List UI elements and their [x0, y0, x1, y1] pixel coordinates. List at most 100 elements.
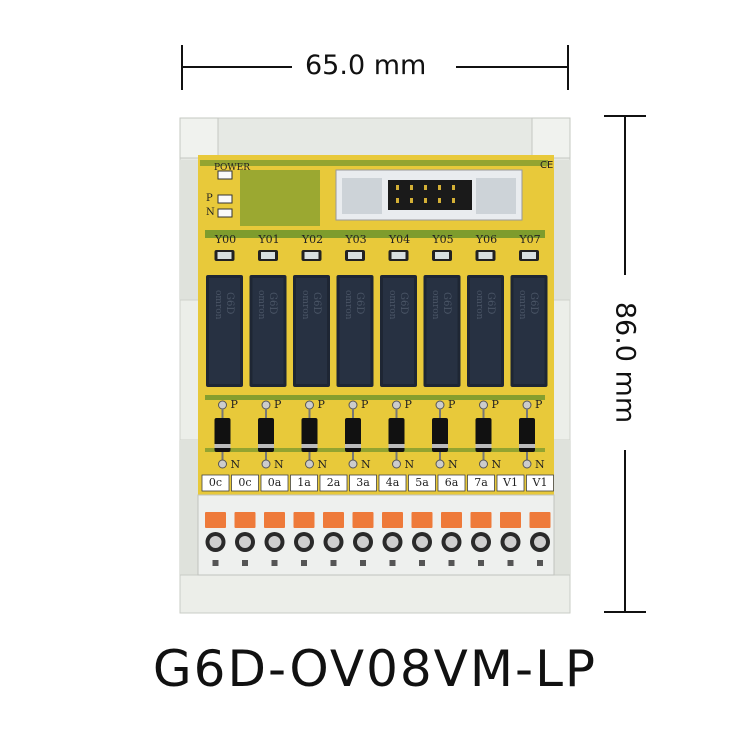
diode-n-label: N: [404, 458, 415, 471]
diode-body: [345, 418, 361, 452]
terminal-block: [197, 494, 555, 576]
diode-body: [519, 418, 535, 452]
relay-brand-label: omron: [517, 290, 527, 320]
terminal-label: 0a: [267, 476, 282, 489]
relay-brand-label: omron: [212, 290, 223, 320]
terminal-hole-inner: [386, 536, 399, 548]
terminal-label-cell: [349, 474, 377, 492]
diode-body: [388, 418, 405, 452]
terminal-lever: [500, 512, 521, 528]
relay-brand-label: omron: [343, 290, 353, 320]
relay-face: [252, 278, 284, 384]
terminal-pin: [537, 560, 543, 566]
diode-p-label: P: [404, 398, 412, 411]
diode-pad-p: [435, 400, 445, 410]
diode-p-label: P: [230, 398, 238, 411]
diode-p-label: P: [491, 398, 499, 411]
terminal-label: 4a: [385, 476, 400, 489]
diode-pad-p: [261, 400, 271, 410]
height-dimension-top-line: [624, 115, 626, 275]
terminal-hole-inner: [327, 536, 340, 548]
relay-brand-label: omron: [473, 290, 484, 320]
diode-band: [301, 444, 318, 448]
diode-body: [301, 418, 318, 452]
ribbon-connector: [335, 169, 523, 221]
diode-band: [519, 444, 535, 448]
diode-n-label: N: [448, 458, 458, 471]
terminal-label-cell: [201, 474, 230, 492]
terminal-label: 0c: [238, 476, 252, 489]
diode-body: [214, 418, 231, 452]
terminal-pin: [301, 560, 307, 566]
channel-led-lens: [478, 252, 493, 259]
relay-model-label: G6D: [354, 292, 365, 315]
terminal-label: 2a: [326, 476, 341, 489]
channel-label: Y03: [345, 233, 367, 246]
relay-face: [383, 278, 414, 384]
n-led: [217, 208, 233, 218]
channel-led-lens: [261, 252, 275, 259]
p-led-label: P: [206, 193, 213, 204]
terminal-label-cell: [526, 474, 554, 492]
diode-n-label: N: [535, 458, 545, 471]
terminal-lever: [441, 512, 462, 528]
relay-model-label: G6D: [267, 292, 278, 315]
channel-led-lens: [391, 252, 406, 259]
relay-face: [426, 278, 458, 384]
channel-label: Y02: [301, 233, 324, 246]
diode-band: [388, 444, 405, 448]
diode-pad-n: [348, 459, 358, 469]
terminal-hole-inner: [504, 536, 517, 548]
relay-brand-label: omron: [299, 290, 310, 320]
terminal-label-cell: [496, 474, 525, 492]
relay-model-label: G6D: [484, 292, 496, 315]
channel-label: Y07: [519, 233, 541, 246]
channel-label: Y06: [475, 233, 498, 246]
terminal-label-cell: [260, 474, 289, 492]
terminal-hole-inner: [445, 536, 458, 548]
relay-face: [296, 278, 327, 384]
diode-n-label: N: [491, 458, 502, 471]
terminal-lever: [293, 512, 315, 528]
channel-led-lens: [435, 252, 449, 259]
terminal-hole-inner: [475, 536, 487, 548]
diode-p-label: P: [361, 398, 369, 411]
terminal-lever: [352, 512, 374, 528]
diode-pad-n: [522, 459, 532, 469]
relay-model-label: G6D: [397, 292, 409, 315]
relay-brand-label: omron: [386, 290, 397, 320]
terminal-label: 3a: [356, 476, 370, 489]
diode-pad-n: [261, 459, 271, 469]
terminal-pin: [389, 560, 396, 566]
diode-n-label: N: [274, 458, 284, 471]
terminal-label: V1: [503, 476, 518, 489]
diode-pad-p: [522, 400, 532, 410]
diode-n-label: N: [361, 458, 371, 471]
relay-model-label: G6D: [310, 292, 322, 315]
terminal-label-cell: [437, 474, 466, 492]
terminal-pin: [478, 560, 484, 566]
terminal-hole-inner: [209, 536, 222, 548]
terminal-label-cell: [231, 474, 259, 492]
diode-p-label: P: [274, 398, 282, 411]
terminal-hole-inner: [534, 536, 546, 548]
terminal-pin: [212, 560, 219, 566]
product-model-title: G6D-OV08VM-LP: [152, 640, 598, 698]
diode-pad-p: [479, 400, 488, 410]
power-label: POWER: [214, 163, 251, 173]
terminal-pin: [242, 560, 248, 566]
terminal-hole-inner: [298, 536, 310, 548]
relay-face: [209, 278, 240, 384]
width-dimension-left-line: [182, 66, 292, 68]
relay-model-label: G6D: [528, 292, 539, 315]
terminal-lever: [382, 512, 403, 528]
terminal-pin: [271, 560, 278, 566]
terminal-pin: [448, 560, 455, 566]
terminal-lever: [234, 512, 256, 528]
diode-p-label: P: [317, 398, 325, 411]
diode-pad-p: [305, 400, 314, 410]
channel-led-lens: [304, 252, 319, 259]
terminal-lever: [470, 512, 492, 528]
terminal-label: 1a: [297, 476, 311, 489]
channel-label: Y01: [258, 233, 280, 246]
